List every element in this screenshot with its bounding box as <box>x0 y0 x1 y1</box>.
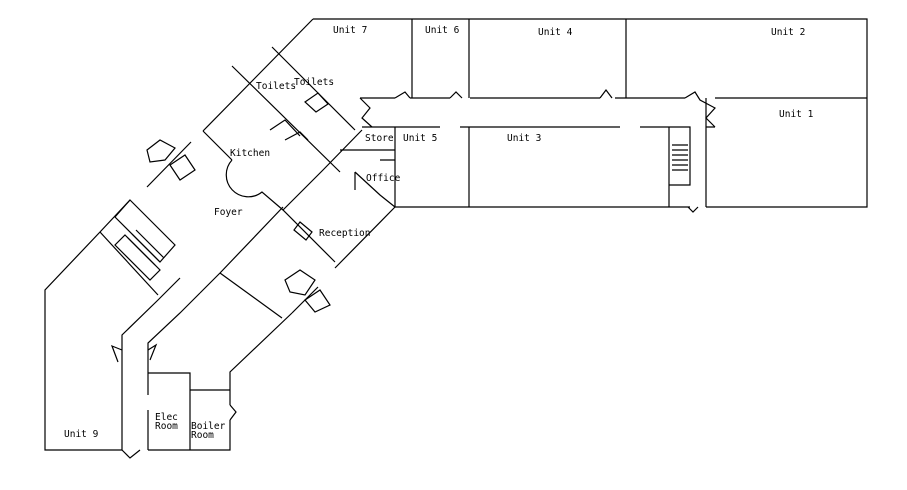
label-unit-3: Unit 3 <box>507 133 541 144</box>
label-unit-7: Unit 7 <box>333 25 367 36</box>
label-unit-9: Unit 9 <box>64 429 99 440</box>
walls <box>44 18 868 459</box>
label-office: Office <box>366 173 401 184</box>
label-boiler-room-1: Boiler <box>191 421 226 432</box>
label-unit-4: Unit 4 <box>538 27 573 38</box>
label-elec-room-1: Elec <box>155 412 178 423</box>
label-toilets-a: Toilets <box>256 81 296 92</box>
label-unit-5: Unit 5 <box>403 133 437 144</box>
label-toilets-b: Toilets <box>294 77 334 88</box>
room-labels: Unit 7 Unit 6 Unit 4 Unit 2 Unit 1 Unit … <box>64 25 814 441</box>
label-foyer: Foyer <box>214 207 243 218</box>
label-elec-room-2: Room <box>155 421 178 432</box>
label-unit-6: Unit 6 <box>425 25 460 36</box>
label-unit-2: Unit 2 <box>771 27 805 38</box>
label-kitchen: Kitchen <box>230 148 270 159</box>
label-boiler-room-2: Room <box>191 430 214 441</box>
label-reception: Reception <box>319 228 370 239</box>
label-unit-1: Unit 1 <box>779 109 814 120</box>
label-store: Store <box>365 133 394 144</box>
